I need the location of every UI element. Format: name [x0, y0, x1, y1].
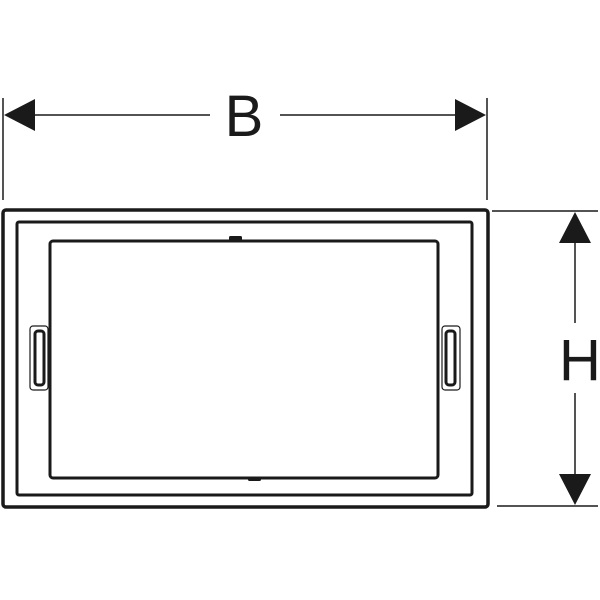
arrow-down-icon [559, 474, 591, 505]
height-label: H [559, 328, 600, 393]
bottom-tab [248, 477, 261, 481]
left-clip [29, 325, 49, 391]
top-tab [229, 236, 242, 241]
arrow-up-icon [559, 212, 591, 243]
arrow-right-icon [455, 99, 486, 131]
height-dimension [492, 210, 598, 507]
width-dimension [2, 98, 488, 200]
width-label: B [225, 84, 264, 149]
cover-plate [1, 208, 490, 509]
outer-frame [1, 208, 490, 509]
right-clip [441, 325, 461, 391]
inner-panel [48, 239, 440, 480]
arrow-left-icon [4, 99, 35, 131]
middle-frame [15, 220, 474, 497]
